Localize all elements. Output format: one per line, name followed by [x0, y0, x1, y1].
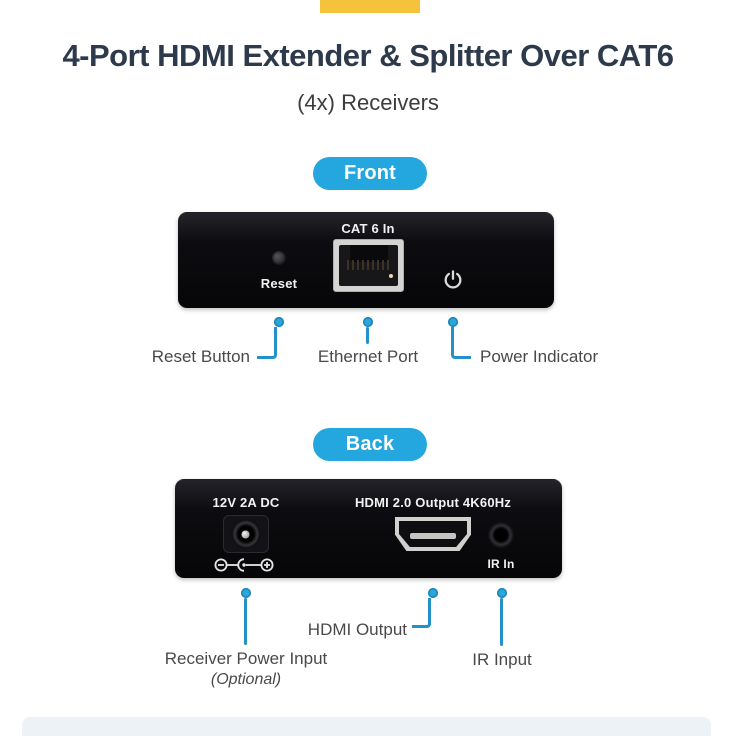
receiver-power-callout-line [244, 598, 247, 645]
reset-button-label: Reset Button [151, 347, 250, 366]
page-title: 4-Port HDMI Extender & Splitter Over CAT… [62, 38, 674, 73]
power-indicator-label: Power Indicator [480, 347, 599, 366]
dc-polarity-icon [214, 558, 274, 572]
power-callout-dot [448, 317, 458, 327]
ethernet-callout-dot [363, 317, 373, 327]
ir-panel-label: IR In [487, 557, 515, 571]
power-icon [444, 270, 462, 289]
hdmi-callout-dot [428, 588, 438, 598]
hdmi-output-port [395, 517, 471, 551]
reset-callout-dot [274, 317, 284, 327]
dc-jack-pin [241, 530, 250, 539]
ir-callout-line [500, 598, 503, 646]
top-accent-bar [320, 0, 420, 13]
reset-panel-label: Reset [260, 276, 298, 291]
receiver-power-input-label: Receiver Power Input [164, 649, 328, 668]
optional-note: (Optional) [210, 671, 282, 688]
ethernet-port [333, 239, 404, 292]
ethernet-port-label: Ethernet Port [317, 347, 419, 366]
reset-callout-line [257, 327, 277, 359]
back-device: 12V 2A DC HDMI 2.0 Output 4K60Hz [175, 479, 562, 578]
front-badge: Front [313, 157, 427, 190]
hdmi-connector-tongue [410, 533, 456, 539]
back-badge: Back [313, 428, 427, 461]
dc-power-panel-label: 12V 2A DC [212, 495, 280, 510]
hdmi-callout-line [412, 598, 431, 628]
power-callout-line [451, 327, 471, 359]
bottom-accent-band [22, 717, 711, 736]
receiver-power-callout-dot [241, 588, 251, 598]
hdmi-port-opening [399, 521, 467, 547]
front-device: CAT 6 In Reset [178, 212, 554, 308]
cat6-port-label: CAT 6 In [341, 221, 395, 236]
ir-input-label: IR Input [472, 650, 532, 669]
ethernet-pins [346, 260, 391, 270]
ethernet-led [389, 274, 393, 278]
dc-jack-opening [231, 519, 261, 549]
hdmi-panel-label: HDMI 2.0 Output 4K60Hz [354, 495, 512, 510]
ethernet-clip-tab [349, 245, 388, 262]
reset-button [272, 251, 286, 265]
ir-callout-dot [497, 588, 507, 598]
ethernet-callout-line [366, 327, 369, 344]
hdmi-output-label: HDMI Output [307, 620, 407, 639]
page-subtitle: (4x) Receivers [297, 90, 439, 115]
dc-power-jack [223, 515, 269, 553]
ethernet-port-opening [339, 245, 398, 286]
ir-input-jack [488, 522, 514, 548]
